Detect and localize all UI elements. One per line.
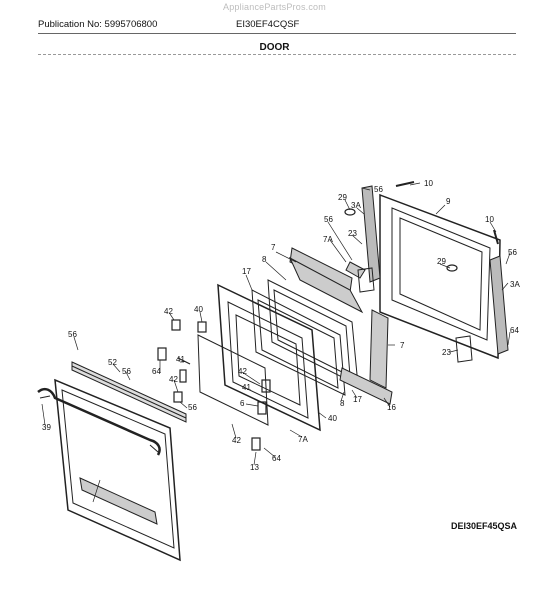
callout-label: 16 (387, 403, 396, 412)
callout-label: 10 (485, 215, 494, 224)
callout-labels: 56 10 29 3A 9 56 23 7A 10 7 56 29 8 17 3A 42 40 56 52 7 41 56… (42, 179, 520, 472)
small-parts (157, 181, 499, 451)
callout-label: 56 (68, 330, 77, 339)
callout-label: 7A (323, 235, 333, 244)
left-hinge (357, 185, 381, 293)
callout-label: 41 (176, 355, 185, 364)
glass-panel-17 (251, 289, 346, 396)
door-handle (37, 387, 161, 456)
callout-label: 3A (510, 280, 520, 289)
callout-label: 29 (437, 257, 446, 266)
callout-label: 17 (242, 267, 251, 276)
callout-label: 10 (424, 179, 433, 188)
callout-label: 42 (164, 307, 173, 316)
inner-door-liner (379, 193, 501, 360)
callout-label: 40 (328, 414, 337, 423)
callout-label: 7A (298, 435, 308, 444)
inner-glass (197, 334, 269, 426)
callout-label: 56 (508, 248, 517, 257)
callout-label: 52 (108, 358, 117, 367)
callout-label: 7 (271, 243, 276, 252)
callout-label: 23 (348, 229, 357, 238)
callout-label: 6 (240, 399, 245, 408)
callout-label: 17 (353, 395, 362, 404)
callout-label: 13 (250, 463, 259, 472)
callout-label: 64 (152, 367, 161, 376)
right-hinge (455, 255, 509, 363)
callout-label: 29 (338, 193, 347, 202)
callout-label: 3A (351, 201, 361, 210)
callout-label: 8 (340, 399, 345, 408)
header-divider (38, 33, 516, 34)
section-divider (38, 54, 516, 55)
publication-number: Publication No: 5995706800 (38, 19, 158, 30)
callout-label: 41 (242, 383, 251, 392)
top-trim (71, 361, 187, 423)
callout-label: 42 (232, 436, 241, 445)
callout-label: 7 (400, 341, 405, 350)
outer-door-panel (54, 378, 181, 562)
section-title: DOOR (259, 42, 290, 53)
callout-label: 23 (442, 348, 451, 357)
leader-lines (41, 182, 511, 503)
callout-label: 40 (194, 305, 203, 314)
callout-label: 64 (510, 326, 519, 335)
callout-label: 56 (122, 367, 131, 376)
callout-label: 8 (262, 255, 267, 264)
model-number: EI30EF4CQSF (236, 19, 300, 30)
insulation-strips (288, 247, 393, 405)
callout-label: 9 (446, 197, 451, 206)
callout-label: 42 (169, 375, 178, 384)
diagram-code: DEI30EF45QSA (450, 521, 517, 531)
callout-label: 42 (238, 367, 247, 376)
callout-label: 64 (272, 454, 281, 463)
callout-label: 56 (374, 185, 383, 194)
callout-label: 56 (188, 403, 197, 412)
callout-label: 39 (42, 423, 51, 432)
watermark: AppliancePartsPros.com (223, 2, 326, 12)
callout-label: 56 (324, 215, 333, 224)
